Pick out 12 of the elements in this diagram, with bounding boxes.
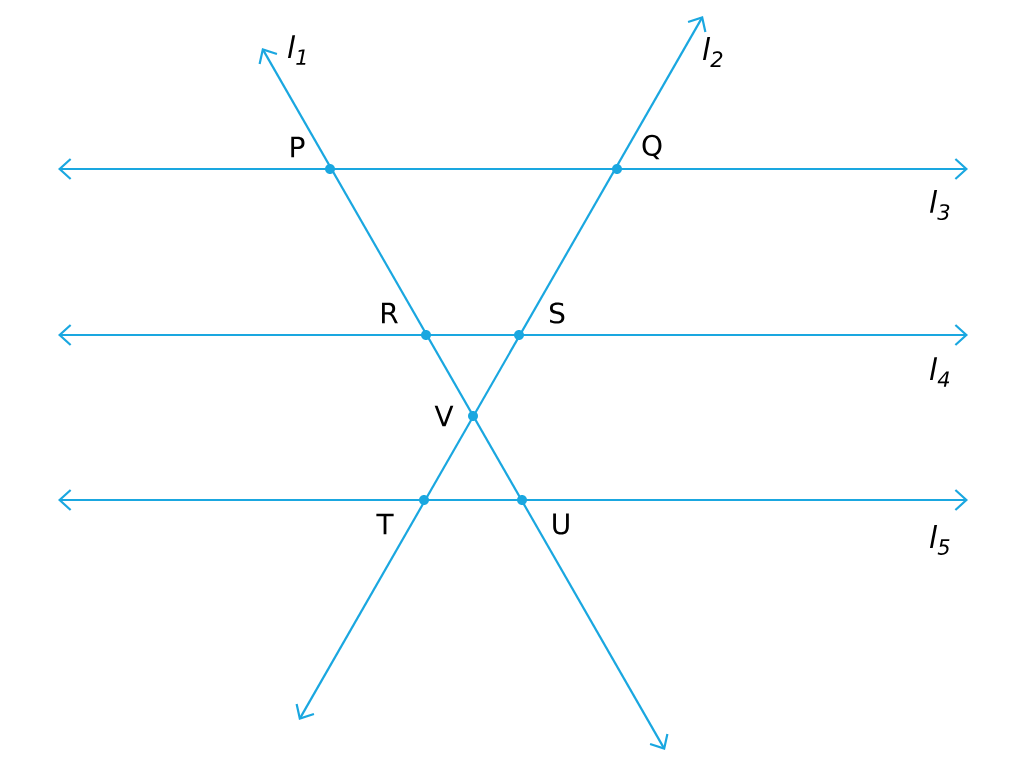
point-label: P xyxy=(291,136,305,158)
line-label: l$_{1}$ xyxy=(287,35,306,65)
line-label: l$_{2}$ xyxy=(702,37,723,67)
line-label: l$_{5}$ xyxy=(929,525,950,555)
line-label: l$_{3}$ xyxy=(929,189,950,221)
point-label: R xyxy=(382,302,398,324)
point-label: S xyxy=(549,302,565,324)
point-label: T xyxy=(376,513,394,535)
point-label: U xyxy=(553,513,569,535)
line-label: l$_{4}$ xyxy=(929,357,950,387)
point-label: V xyxy=(434,405,454,427)
point-label: Q xyxy=(642,134,662,160)
